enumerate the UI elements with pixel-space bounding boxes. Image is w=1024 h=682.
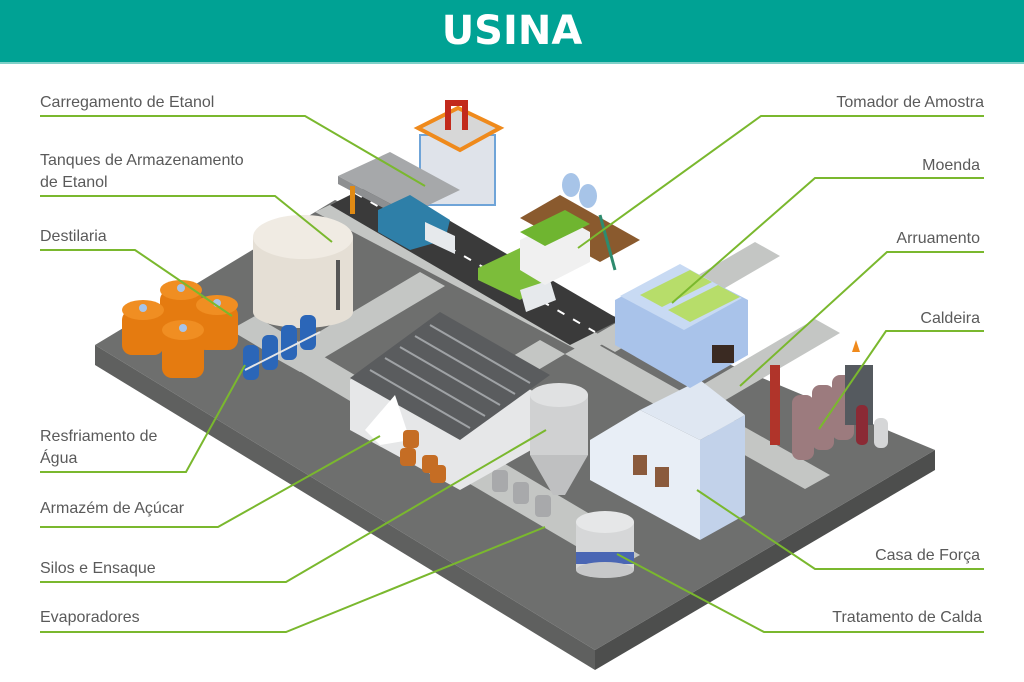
- label-resfriamento-line2: Água: [40, 450, 78, 467]
- leader-resfriamento-agua: [40, 364, 246, 473]
- label-tanques-armazenamento: Tanques de Armazenamento de Etanol: [40, 150, 244, 194]
- water-cooling-units: [243, 315, 321, 380]
- sugar-silo: [530, 383, 588, 495]
- ethanol-storage-tank: [253, 215, 353, 328]
- leader-caldeira: [818, 330, 984, 430]
- label-tratamento-calda: Tratamento de Calda: [832, 609, 982, 626]
- title-banner: USINA: [0, 0, 1024, 64]
- cane-sampler: [478, 173, 617, 312]
- leader-carregamento-etanol: [40, 115, 426, 187]
- evaporators: [492, 470, 551, 517]
- boiler: [770, 340, 888, 460]
- leader-tomador-amostra: [577, 115, 984, 249]
- label-carregamento-etanol: Carregamento de Etanol: [40, 94, 215, 111]
- syrup-treatment-tank: [576, 511, 634, 578]
- label-caldeira: Caldeira: [920, 310, 980, 327]
- label-arruamento: Arruamento: [896, 230, 980, 247]
- leader-evaporadores: [40, 526, 546, 633]
- label-tanques-line1: Tanques de Armazenamento: [40, 152, 244, 169]
- ethanol-loading-station: [338, 100, 505, 254]
- leader-destilaria: [40, 249, 233, 317]
- label-resfriamento-agua: Resfriamento de Água: [40, 426, 157, 470]
- leader-moenda: [671, 177, 984, 304]
- sugar-warehouse: [350, 312, 550, 490]
- label-tomador-amostra: Tomador de Amostra: [836, 94, 984, 111]
- label-resfriamento-line1: Resfriamento de: [40, 428, 158, 445]
- label-destilaria: Destilaria: [40, 228, 107, 245]
- distillery-tanks: [122, 280, 238, 378]
- leader-armazem-acucar: [40, 435, 381, 528]
- label-tanques-line2: de Etanol: [40, 174, 108, 191]
- label-casa-forca: Casa de Força: [875, 547, 980, 564]
- label-moenda: Moenda: [922, 157, 980, 174]
- leader-silos-ensaque: [40, 429, 547, 583]
- leader-tratamento-calda: [616, 553, 984, 633]
- label-silos-ensaque: Silos e Ensaque: [40, 560, 156, 577]
- leader-arruamento: [739, 251, 984, 387]
- leader-tanques-armazenamento: [40, 195, 333, 243]
- power-house: [590, 380, 745, 540]
- mill-building: [615, 264, 748, 388]
- label-armazem-acucar: Armazém de Açúcar: [40, 500, 185, 517]
- leader-lines: [40, 115, 984, 633]
- page-title: USINA: [441, 8, 583, 54]
- label-evaporadores: Evaporadores: [40, 609, 140, 626]
- leader-casa-forca: [696, 489, 984, 570]
